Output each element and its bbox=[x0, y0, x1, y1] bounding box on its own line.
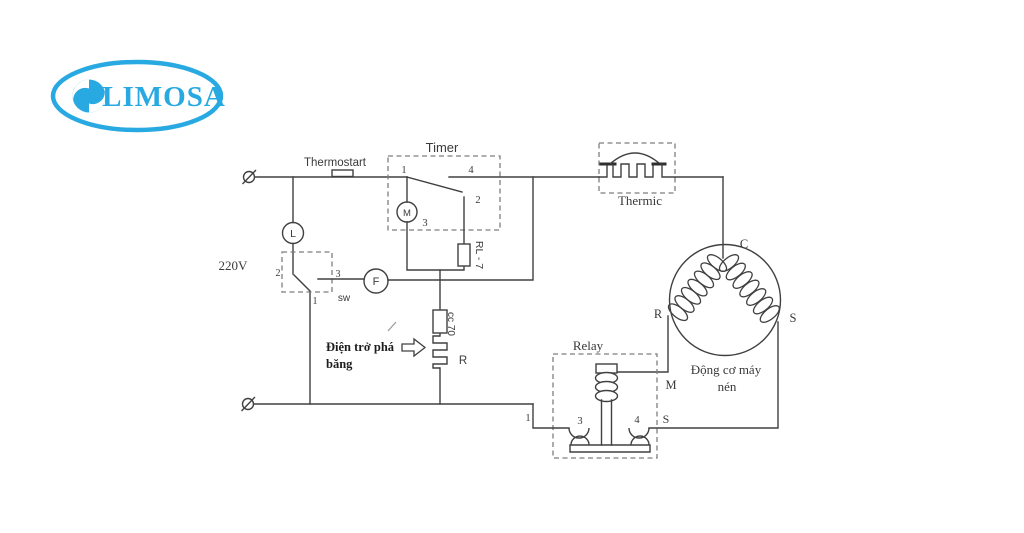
thermostart: Thermostart bbox=[304, 157, 367, 178]
motor-name-line2: nén bbox=[718, 379, 737, 394]
lamp-circle bbox=[281, 221, 305, 245]
timer-bottom-link bbox=[406, 221, 465, 271]
timer-terminal-1: 1 bbox=[401, 165, 406, 176]
thermic-label: Thermic bbox=[618, 193, 662, 208]
timer-terminal-2: 2 bbox=[475, 195, 480, 206]
motor-terminal-s: S bbox=[790, 311, 797, 325]
timer-label: Timer bbox=[426, 140, 459, 155]
timer-motor-circle bbox=[396, 201, 418, 223]
thermostart-label: Thermostart bbox=[304, 157, 367, 169]
rl7-label: RL - 7 bbox=[473, 241, 485, 269]
rl7-resistor: RL - 7 bbox=[457, 241, 485, 269]
wires bbox=[253, 176, 600, 405]
brand-name: LIMOSA bbox=[102, 81, 226, 113]
relay-terminal-1: 1 bbox=[525, 413, 530, 424]
timer-blade bbox=[406, 176, 463, 193]
resistor-label: R bbox=[459, 355, 467, 367]
thermic: Thermic bbox=[598, 142, 724, 208]
relay-terminal-3: 3 bbox=[577, 416, 582, 427]
swirl-icon bbox=[72, 79, 106, 113]
relay-plunger bbox=[600, 399, 613, 446]
thermic-left-entry bbox=[598, 163, 608, 178]
timer-motor-letter: M bbox=[403, 208, 411, 219]
relay-t1-lead bbox=[532, 403, 570, 429]
sw-blade bbox=[293, 274, 311, 292]
sw-switch: 2 3 1 sw bbox=[276, 251, 365, 307]
motor-coil-right bbox=[718, 254, 780, 323]
relay-coil-rings bbox=[594, 371, 619, 403]
resistor-meander bbox=[432, 335, 448, 369]
relay-terminal-m: M bbox=[665, 378, 676, 392]
lamp-letter: L bbox=[290, 228, 296, 240]
stray-mark bbox=[387, 321, 397, 332]
timer-box bbox=[387, 155, 501, 231]
logo-ellipse bbox=[50, 59, 224, 133]
fuse-symbol bbox=[432, 309, 448, 334]
limosa-logo: LIMOSA bbox=[50, 59, 226, 133]
motor-r-to-relay-wire bbox=[616, 315, 669, 373]
relay-label: Relay bbox=[573, 338, 604, 353]
sw-label: sw bbox=[338, 293, 351, 304]
thermic-dome bbox=[609, 152, 661, 165]
defrost-annotation-line2: băng bbox=[326, 357, 353, 371]
relay-armature-bar bbox=[569, 444, 651, 453]
thermic-box bbox=[598, 142, 676, 194]
f-line bbox=[387, 176, 534, 281]
timer-terminal-4: 4 bbox=[468, 165, 474, 176]
fuse-label: cc 70 bbox=[445, 312, 456, 336]
motor-s-drop-wire bbox=[648, 321, 779, 429]
timer-terminal-3: 3 bbox=[422, 218, 427, 229]
thermostart-symbol bbox=[331, 169, 354, 178]
timer: Timer M 1 4 2 3 bbox=[387, 140, 501, 245]
arrow-right-icon bbox=[401, 337, 427, 358]
thermic-right-exit bbox=[661, 163, 724, 178]
sw-box bbox=[281, 251, 333, 293]
relay-terminal-s: S bbox=[663, 412, 670, 426]
fan: F bbox=[363, 268, 389, 294]
defrost-resistor: R Điện trở phá băng bbox=[326, 321, 467, 371]
phi-terminal-icon-top bbox=[242, 169, 257, 185]
relay-armature-bump-left bbox=[570, 435, 590, 446]
relay-armature-bump-right bbox=[630, 435, 650, 446]
motor-terminal-r: R bbox=[654, 307, 663, 321]
relay-coil-top bbox=[595, 363, 618, 374]
sw-terminal-2: 2 bbox=[276, 268, 281, 279]
compressor-motor: C R S Động cơ máy nén bbox=[616, 176, 797, 429]
rl7-symbol bbox=[457, 243, 471, 267]
defrost-annotation-line1: Điện trở phá bbox=[326, 340, 395, 354]
fan-circle bbox=[363, 268, 389, 294]
phi-terminal-icon-bottom bbox=[241, 396, 256, 412]
relay-fixed-contact-left bbox=[568, 427, 590, 439]
motor-name-line1: Động cơ máy bbox=[691, 362, 762, 377]
fan-letter: F bbox=[373, 276, 380, 288]
relay-box bbox=[552, 353, 658, 459]
motor-terminal-c: C bbox=[740, 237, 748, 251]
relay-fixed-contact-right bbox=[628, 427, 650, 439]
sw-terminal-3: 3 bbox=[336, 269, 341, 280]
motor-circle bbox=[668, 243, 782, 357]
lamp: L bbox=[281, 221, 305, 245]
voltage-label: 220V bbox=[219, 258, 249, 273]
sw-terminal-1: 1 bbox=[313, 296, 318, 307]
relay: Relay 1 3 4 S M bbox=[525, 338, 677, 459]
motor-coil-left bbox=[667, 254, 728, 322]
relay-terminal-4: 4 bbox=[634, 415, 640, 426]
thermic-comb bbox=[612, 163, 659, 178]
fuse: cc 70 bbox=[432, 309, 456, 336]
